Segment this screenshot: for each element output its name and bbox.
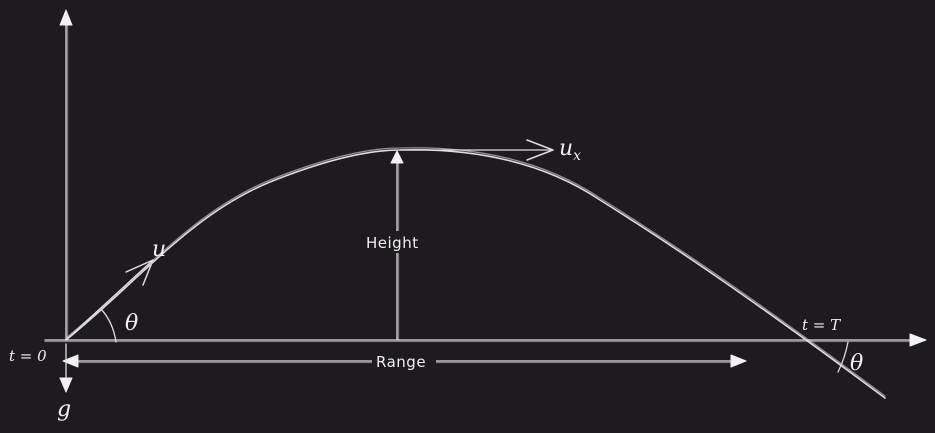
end-time-label: t = T xyxy=(802,316,841,334)
impact-angle-label: θ xyxy=(850,351,863,376)
height-label: Height xyxy=(366,234,419,252)
launch-velocity-vector xyxy=(65,259,154,341)
height-arrow-icon xyxy=(390,150,404,164)
launch-angle-arc xyxy=(100,308,117,343)
x-axis xyxy=(44,333,927,347)
launch-angle-label: θ xyxy=(125,311,138,336)
y-axis-arrow-icon xyxy=(59,9,73,26)
y-axis xyxy=(59,9,73,341)
horizontal-velocity-arrow-icon xyxy=(526,139,554,161)
range-label: Range xyxy=(376,353,426,371)
impact-angle-arc xyxy=(837,341,849,373)
gravity-arrow-icon xyxy=(59,377,73,393)
horizontal-velocity-vector xyxy=(399,139,554,161)
range-left-arrow-icon xyxy=(62,354,79,368)
horizontal-velocity-base: u xyxy=(559,136,573,161)
x-axis-arrow-icon xyxy=(909,333,927,347)
gravity-vector xyxy=(59,343,73,393)
velocity-label: u xyxy=(152,237,166,262)
horizontal-velocity-label: ux xyxy=(559,136,581,164)
launch-velocity-arrow-icon xyxy=(125,259,154,286)
range-right-arrow-icon xyxy=(730,354,747,368)
gravity-label: g xyxy=(57,397,71,422)
horizontal-velocity-subscript: x xyxy=(573,148,581,164)
start-time-label: t = 0 xyxy=(9,347,47,365)
